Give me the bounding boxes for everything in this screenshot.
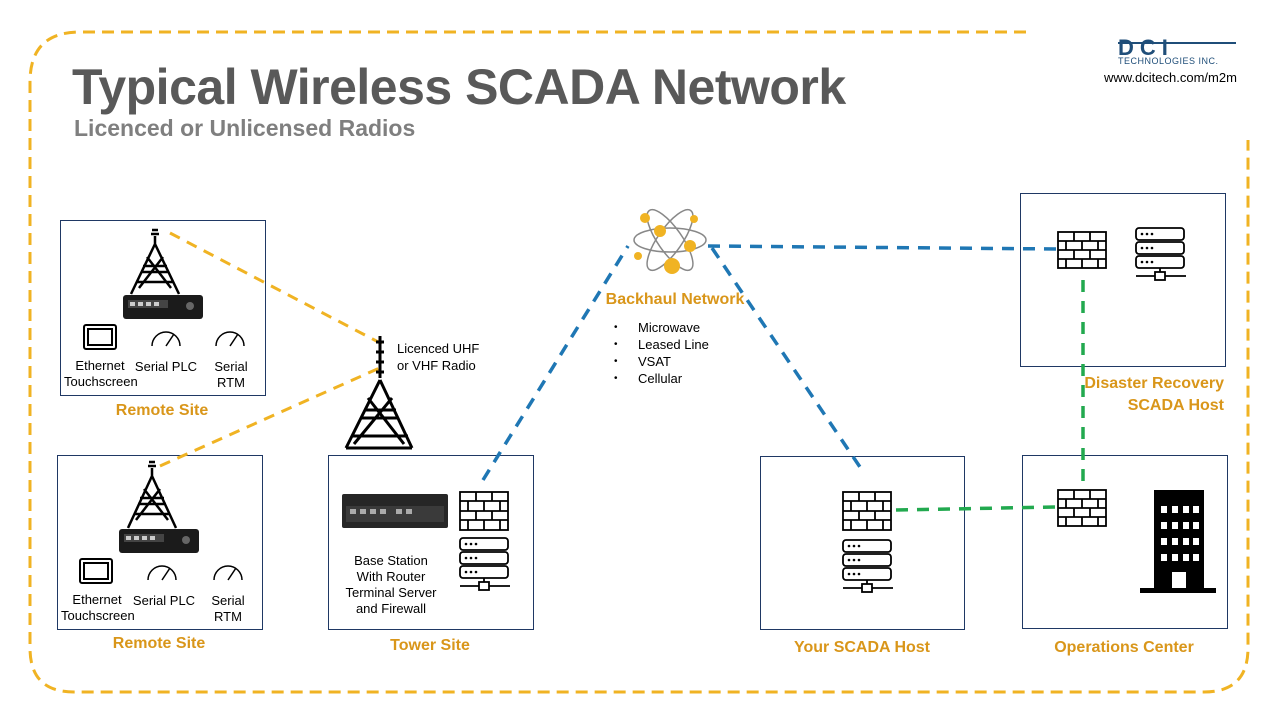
ethernet-label: Ethernet Touchscreen <box>61 592 135 623</box>
backhaul-link-tower <box>481 245 630 481</box>
router-icon <box>119 529 199 553</box>
server-dots <box>1140 232 1154 264</box>
network-globe-icon <box>633 208 707 274</box>
radio-label-line1: Licenced UHF <box>397 341 480 356</box>
radio-label: Licenced UHF or VHF Radio <box>397 340 479 374</box>
firewall-icon <box>842 491 892 531</box>
gauge-icon <box>151 331 181 347</box>
radio-link-2 <box>159 364 385 468</box>
rtm-label: Serial RTM <box>214 359 248 390</box>
backhaul-list: Microwave Leased Line VSAT Cellular <box>612 319 709 387</box>
tower-icon <box>129 228 181 295</box>
base-station-line2: With Router <box>356 569 426 584</box>
backhaul-link-host <box>710 247 864 471</box>
base-station-line3: Terminal Server <box>345 585 437 600</box>
plc-label: Serial PLC <box>134 359 198 374</box>
outer-frame <box>28 30 1250 694</box>
logo-word: DCI <box>1118 35 1174 60</box>
disaster-recovery-caption: Disaster Recovery SCADA Host <box>1070 373 1224 417</box>
gauge-icon <box>147 565 177 581</box>
radio-link-1 <box>169 231 385 347</box>
server-icon <box>459 537 510 591</box>
base-station-icon <box>342 494 448 528</box>
radio-tower-icon <box>344 336 414 450</box>
server-dots <box>847 544 861 576</box>
firewall-icon <box>1057 489 1107 527</box>
gauge-icon <box>215 331 245 347</box>
disaster-recovery-line2: SCADA Host <box>1127 397 1224 414</box>
gauge-icon <box>213 565 243 581</box>
tower-icon <box>126 460 178 529</box>
scada-host-caption: Your SCADA Host <box>794 639 930 656</box>
ethernet-label: Ethernet Touchscreen <box>64 358 138 389</box>
monitor-icon <box>79 558 113 584</box>
backhaul-item: Microwave <box>612 319 709 336</box>
server-icon <box>842 539 893 593</box>
base-station-line1: Base Station <box>354 553 428 568</box>
backhaul-item: VSAT <box>612 353 709 370</box>
disaster-recovery-line1: Disaster Recovery <box>1084 375 1224 392</box>
server-icon <box>1135 227 1186 281</box>
logo-url: www.dcitech.com/m2m <box>1104 70 1237 85</box>
page-subtitle: Licenced or Unlicensed Radios <box>74 115 416 141</box>
tower-site-caption: Tower Site <box>390 637 470 654</box>
firewall-icon <box>459 491 509 531</box>
rtm-label: Serial RTM <box>211 593 245 624</box>
monitor-icon <box>83 324 117 350</box>
backhaul-item: Cellular <box>612 370 709 387</box>
remote-site-caption-1: Remote Site <box>115 402 209 419</box>
radio-label-line2: or VHF Radio <box>397 358 476 373</box>
backhaul-caption: Backhaul Network <box>605 291 745 308</box>
firewall-icon <box>1057 231 1107 269</box>
server-dots <box>464 542 478 574</box>
backhaul-item: Leased Line <box>612 336 709 353</box>
logo-tagline: TECHNOLOGIES INC. <box>1118 56 1219 66</box>
logo-mark <box>1118 42 1236 44</box>
plc-label: Serial PLC <box>132 593 196 608</box>
building-icon <box>1140 490 1216 593</box>
host-ops-link <box>895 505 1057 512</box>
router-icon <box>123 295 203 319</box>
base-station-label: Base Station With Router Terminal Server… <box>332 553 450 617</box>
base-station-line4: and Firewall <box>355 601 427 616</box>
operations-caption: Operations Center <box>1054 639 1194 656</box>
page-title: Typical Wireless SCADA Network <box>72 59 846 115</box>
backhaul-link-dr <box>707 244 1059 251</box>
remote-site-caption-2: Remote Site <box>112 635 206 652</box>
